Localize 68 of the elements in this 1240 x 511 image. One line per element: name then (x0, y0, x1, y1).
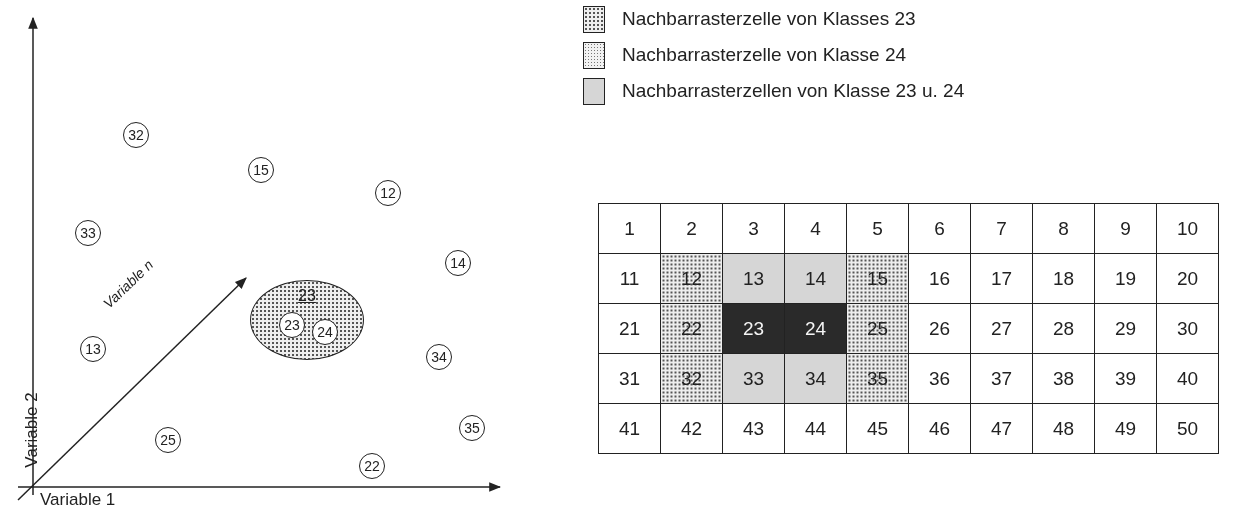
grid-cell: 9 (1094, 203, 1157, 254)
grid-cell: 11 (598, 253, 661, 304)
class-circle: 24 (312, 319, 338, 345)
grid-cell: 27 (970, 303, 1033, 354)
grid-cell: 29 (1094, 303, 1157, 354)
legend-text: Nachbarrasterzelle von Klasses 23 (622, 8, 916, 30)
grid-cell: 3 (722, 203, 785, 254)
class-circle: 35 (459, 415, 485, 441)
grid-cell: 38 (1032, 353, 1095, 404)
grid-cell: 43 (722, 403, 785, 454)
grid-cell: 28 (1032, 303, 1095, 354)
cluster-label: 23 (297, 287, 317, 305)
grid-cell: 15 (846, 253, 909, 304)
grid-cell: 24 (784, 303, 847, 354)
class-circle: 13 (80, 336, 106, 362)
grid-cell: 2 (660, 203, 723, 254)
grid-cell: 1 (598, 203, 661, 254)
class-circle: 34 (426, 344, 452, 370)
grid-cell: 22 (660, 303, 723, 354)
grid-cell: 12 (660, 253, 723, 304)
grid-cell: 7 (970, 203, 1033, 254)
grid-cell: 16 (908, 253, 971, 304)
grid-cell: 23 (722, 303, 785, 354)
grid-cell: 10 (1156, 203, 1219, 254)
axis-label: Variable 2 (21, 392, 42, 468)
grid-cell: 14 (784, 253, 847, 304)
grid-cell: 48 (1032, 403, 1095, 454)
grid-cell: 21 (598, 303, 661, 354)
legend-text: Nachbarrasterzelle von Klasse 24 (622, 44, 907, 66)
grid-cell: 42 (660, 403, 723, 454)
grid-cell: 8 (1032, 203, 1095, 254)
grid-cell: 47 (970, 403, 1033, 454)
grid-cell: 17 (970, 253, 1033, 304)
grid-cell: 36 (908, 353, 971, 404)
grid-cell: 35 (846, 353, 909, 404)
grid-cell: 32 (660, 353, 723, 404)
grid-cell: 5 (846, 203, 909, 254)
grid-cell: 30 (1156, 303, 1219, 354)
class-circle: 22 (359, 453, 385, 479)
class-circle: 25 (155, 427, 181, 453)
class-circle: 33 (75, 220, 101, 246)
grid-cell: 46 (908, 403, 971, 454)
grid-cell: 45 (846, 403, 909, 454)
grid-cell: 20 (1156, 253, 1219, 304)
grid-cell: 41 (598, 403, 661, 454)
class-circle: 12 (375, 180, 401, 206)
grid-cell: 39 (1094, 353, 1157, 404)
grid-cell: 34 (784, 353, 847, 404)
grid-cell: 4 (784, 203, 847, 254)
class-circle: 15 (248, 157, 274, 183)
grid-cell: 31 (598, 353, 661, 404)
legend-text: Nachbarrasterzellen von Klasse 23 u. 24 (622, 80, 965, 102)
class-circle: 23 (279, 312, 305, 338)
grid-cell: 37 (970, 353, 1033, 404)
grid-cell: 18 (1032, 253, 1095, 304)
class-circle: 32 (123, 122, 149, 148)
grid-cell: 44 (784, 403, 847, 454)
grid-cell: 33 (722, 353, 785, 404)
grid-cell: 13 (722, 253, 785, 304)
grid-cell: 50 (1156, 403, 1219, 454)
grid-cell: 26 (908, 303, 971, 354)
axis-label: Variable 1 (40, 490, 116, 510)
grid-cell: 25 (846, 303, 909, 354)
grid-cell: 40 (1156, 353, 1219, 404)
grid-cell: 49 (1094, 403, 1157, 454)
class-circle: 14 (445, 250, 471, 276)
grid-cell: 6 (908, 203, 971, 254)
grid-cell: 19 (1094, 253, 1157, 304)
